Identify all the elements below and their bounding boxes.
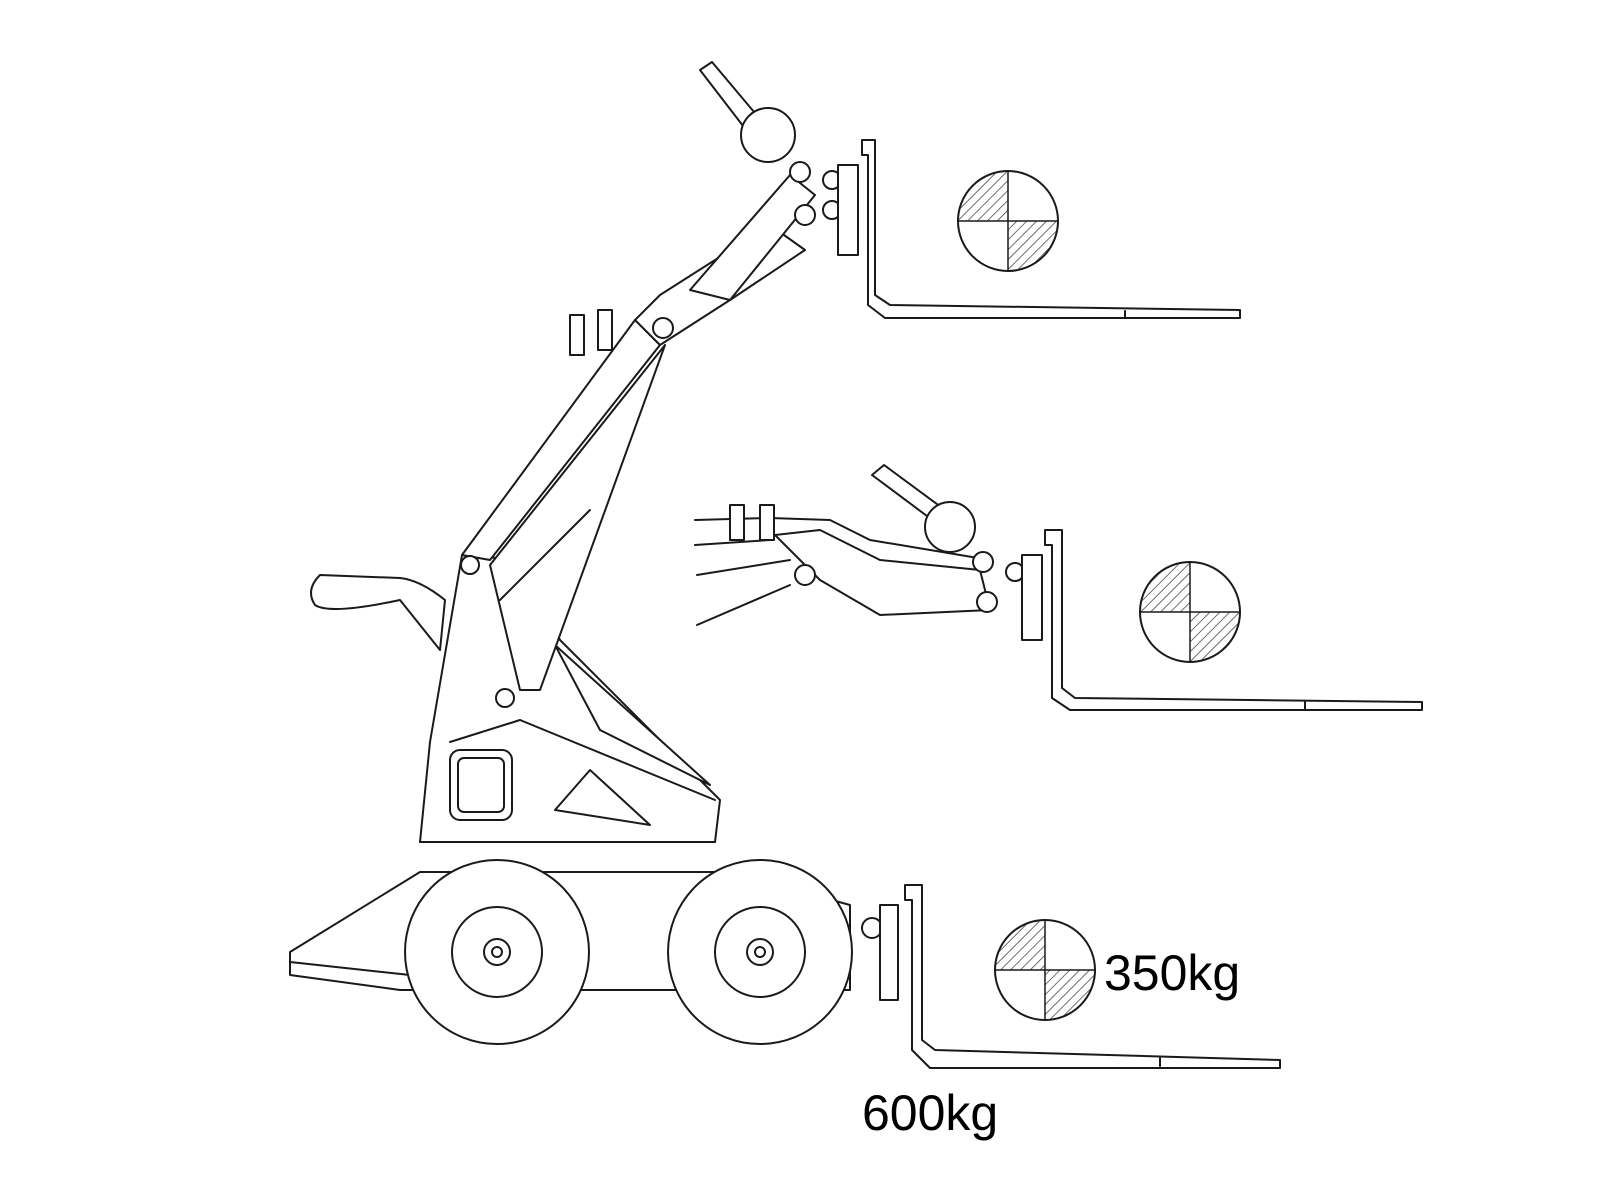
fork-bottom (904, 884, 1281, 1069)
cab-window (449, 749, 513, 821)
fork-middle (1044, 529, 1423, 711)
load-symbol-bottom (994, 919, 1096, 1021)
fork-load-label: 350kg (1104, 945, 1241, 1001)
lift-arm-middle (694, 464, 1043, 641)
wheel-rear (404, 859, 590, 1045)
load-symbol-middle (1139, 561, 1241, 663)
fork-bottom-attachment (861, 884, 1281, 1069)
lift-arm-raised (460, 61, 859, 708)
load-symbol-top (957, 170, 1059, 272)
control-handle (310, 574, 446, 651)
loader-capacity-label: 600kg (862, 1085, 999, 1141)
fork-top (861, 139, 1241, 319)
wheel-front (667, 859, 853, 1045)
